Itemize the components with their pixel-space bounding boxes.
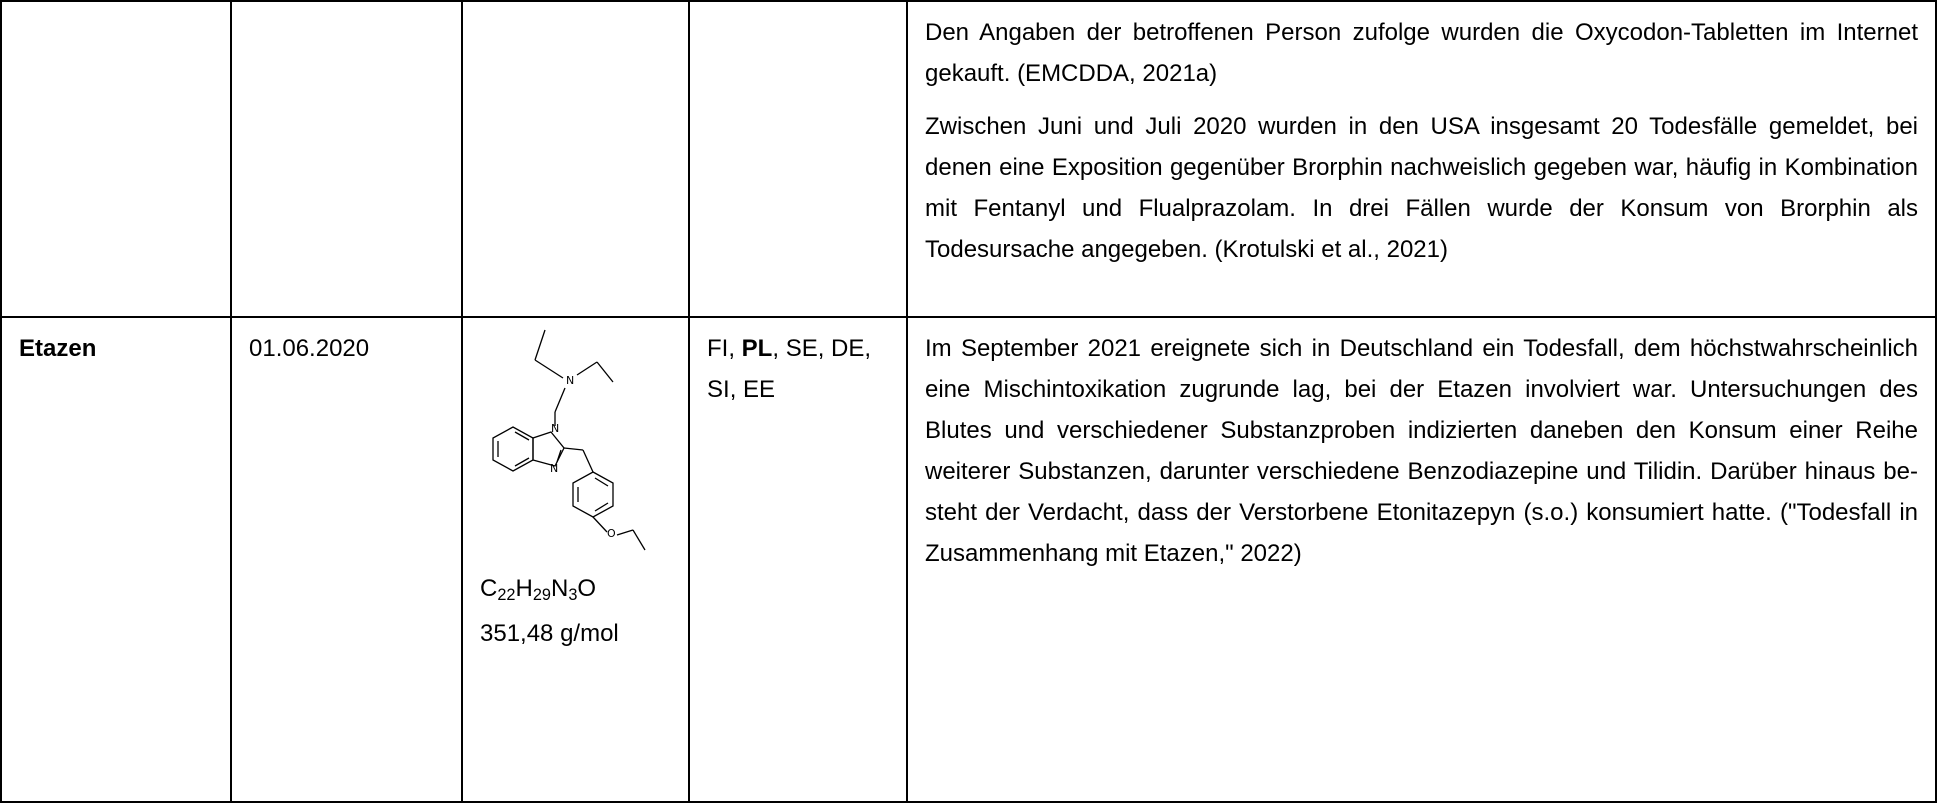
countries-cell <box>688 0 908 318</box>
country-code: SI <box>707 376 730 403</box>
countries-cell: FI, PL, SE, DE, SI, EE <box>688 316 908 803</box>
substance-cell: Etazen <box>0 316 232 803</box>
svg-text:N: N <box>566 374 574 387</box>
description-paragraph: Den Angaben der betroffenen Person zufol… <box>925 19 1918 87</box>
table-row: Den Angaben der betroffenen Person zufol… <box>0 0 1937 318</box>
country-code: EE <box>743 376 776 403</box>
description-cell: Den Angaben der betroffenen Person zufol… <box>906 0 1937 318</box>
svg-text:O: O <box>607 527 616 540</box>
country-list: FI, PL, SE, DE, SI, EE <box>707 335 872 403</box>
chemical-structure: N N N O <box>492 329 646 551</box>
svg-text:N: N <box>550 462 558 475</box>
substance-cell <box>0 0 232 318</box>
notification-date: 01.06.2020 <box>249 335 370 362</box>
description-paragraph: Zwischen Juni und Juli 2020 wurden in de… <box>925 113 1918 263</box>
svg-text:N: N <box>551 422 559 435</box>
molecular-formula: C22H29N3O <box>480 575 597 605</box>
country-code: FI <box>707 335 729 362</box>
country-code: PL <box>741 335 773 362</box>
substance-name: Etazen <box>19 335 97 362</box>
country-code: SE <box>785 335 818 362</box>
country-code: DE <box>831 335 865 362</box>
date-cell: 01.06.2020 <box>230 316 463 803</box>
date-cell <box>230 0 463 318</box>
table-row: Etazen 01.06.2020 <box>0 316 1937 803</box>
structure-cell: N N N O C22H29N3O 351,48 g/mol <box>461 316 690 803</box>
description-cell: Im September 2021 ereignete sich in Deut… <box>906 316 1937 803</box>
description-paragraph: Im September 2021 ereignete sich in Deut… <box>925 335 1918 567</box>
molar-mass: 351,48 g/mol <box>480 620 619 647</box>
structure-cell <box>461 0 690 318</box>
